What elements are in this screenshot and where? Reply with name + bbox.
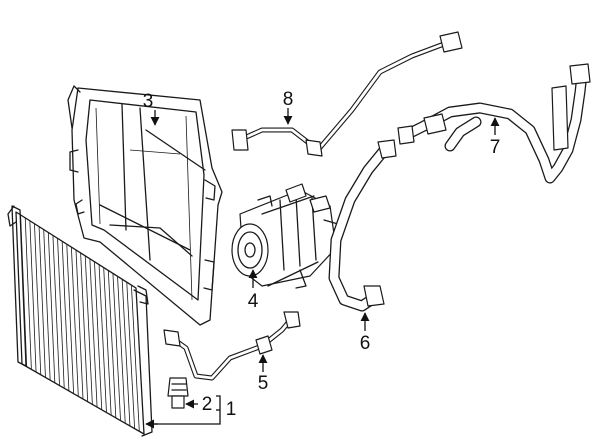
callout-number: 5	[258, 373, 269, 394]
callout-2: 2	[185, 394, 213, 415]
callout-5: 5	[258, 354, 269, 394]
suction-hose	[328, 139, 397, 312]
callout-number: 1	[226, 399, 237, 420]
callout-number: 3	[143, 91, 154, 112]
callout-number: 2	[202, 394, 213, 415]
liquid-line	[231, 31, 463, 157]
radiator-shroud-frame	[67, 85, 223, 326]
callout-4: 4	[248, 269, 259, 312]
callout-number: 8	[283, 89, 294, 110]
callout-number: 4	[248, 291, 259, 312]
callout-number: 6	[360, 333, 371, 354]
ac-compressor	[231, 183, 339, 289]
condenser	[7, 205, 153, 437]
pressure-switch	[167, 377, 189, 409]
callout-6: 6	[360, 312, 371, 354]
callout-7: 7	[490, 117, 501, 158]
callout-3: 3	[143, 91, 160, 126]
condenser-to-evaporator-line	[163, 311, 301, 381]
callout-8: 8	[283, 89, 294, 125]
discharge-hose-assembly	[397, 63, 591, 184]
callout-1: 1	[145, 395, 237, 429]
callout-number: 7	[490, 137, 501, 158]
